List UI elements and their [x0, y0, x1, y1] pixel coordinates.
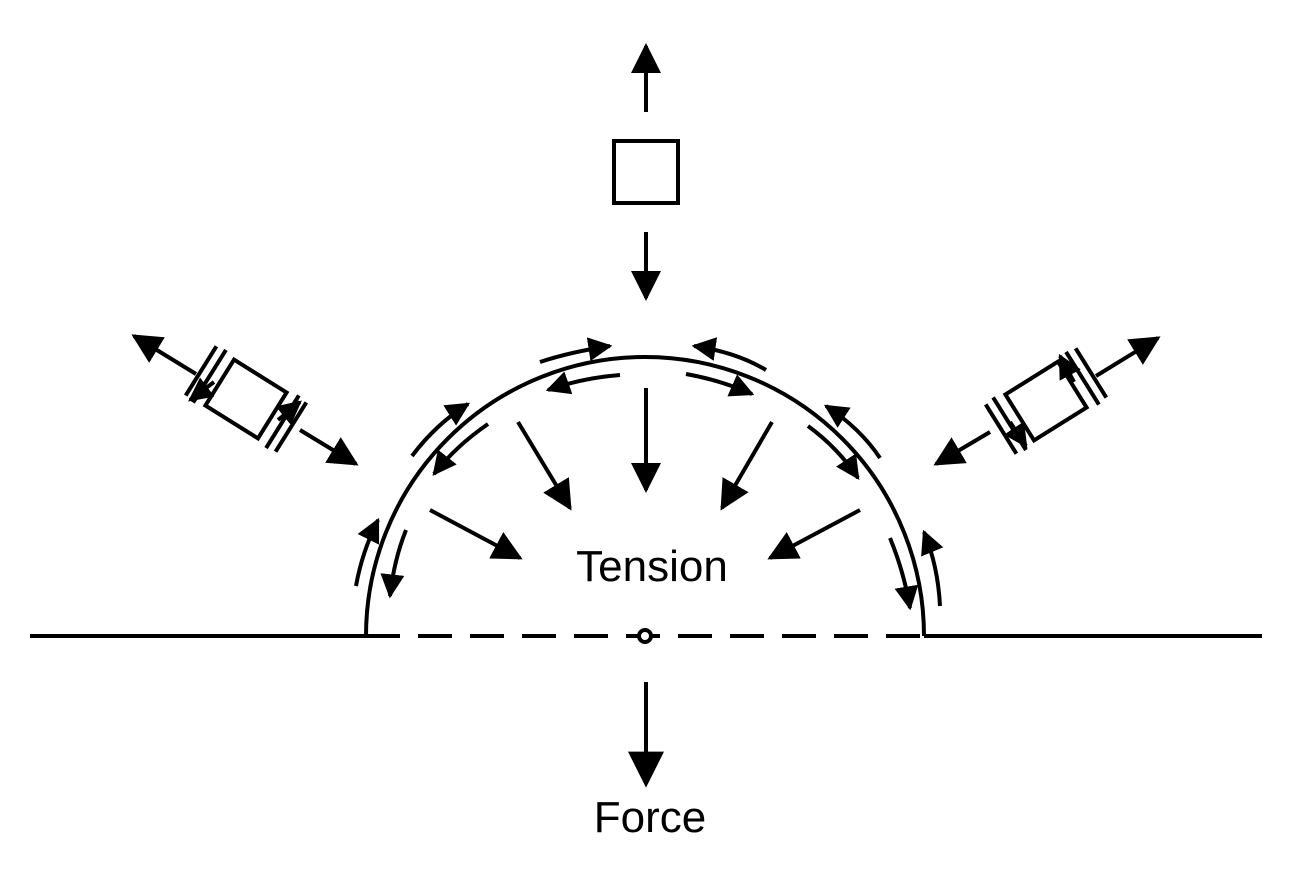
shear-arrow-top-left-inner — [545, 371, 621, 395]
inward-arrow-upper-left — [516, 420, 572, 511]
left-clamp-arrow-a — [188, 377, 216, 402]
shear-arrow-left-lower-outer — [354, 517, 380, 587]
membrane-arc — [364, 355, 926, 637]
top-element-box — [612, 139, 680, 205]
force-label: Force — [594, 793, 706, 842]
shear-arrow-right-upper-inner — [806, 424, 860, 480]
shear-arrow-left-upper-inner — [432, 422, 490, 476]
shear-arrow-left-upper-outer — [410, 402, 471, 458]
left-element — [183, 345, 309, 453]
shear-arrow-top-right-inner — [685, 372, 755, 397]
right-clamp-arrow-a — [1004, 420, 1028, 448]
right-inner-arrow — [933, 430, 992, 466]
left-clamp-arrow-b — [275, 400, 302, 425]
shear-arrow-right-lower-inner — [888, 537, 919, 611]
inward-arrow-upper-right — [720, 420, 774, 511]
inward-arrow-right — [767, 508, 861, 560]
left-outer-arrow — [131, 334, 198, 376]
shear-arrow-right-upper-outer — [823, 404, 882, 460]
center-point — [637, 628, 653, 644]
right-element — [983, 347, 1109, 455]
shear-arrow-right-lower-outer — [921, 529, 944, 607]
right-outer-arrow — [1094, 336, 1161, 378]
tension-label: Tension — [576, 542, 728, 591]
shear-arrow-top-right-outer — [691, 337, 768, 372]
shear-arrow-left-lower-inner — [380, 529, 408, 599]
inward-arrow-left — [429, 508, 523, 560]
left-inner-arrow — [298, 428, 359, 466]
shear-arrow-top-left-outer — [539, 337, 613, 364]
right-clamp-arrow-b — [1058, 353, 1081, 383]
